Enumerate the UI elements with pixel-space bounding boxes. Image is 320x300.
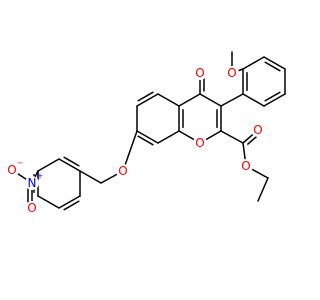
bond-CH2-Nb1: [79, 170, 102, 184]
bond-Nb2-Nb3: [37, 158, 60, 172]
ester-carbonyl-oxygen: O: [251, 123, 265, 137]
bond-layer: [11, 51, 286, 211]
bond-C4a-C4: [178, 93, 201, 107]
nitro-oxygen-top: O −: [5, 159, 24, 177]
bond-Nb5-Nb6: [58, 195, 81, 209]
ether-oxygen: O: [116, 164, 130, 178]
bond-C8-C8a: [157, 130, 180, 144]
carbonyl-oxygen-label: O: [195, 66, 204, 80]
bond-C4-C3: [199, 93, 222, 107]
ring-oxygen: O: [193, 136, 207, 150]
bond-C5-C6-double: [137, 91, 154, 102]
carbonyl-oxygen: O: [193, 66, 207, 80]
bond-Ph5-Ph6: [263, 93, 286, 107]
nitro-nitrogen-label: N: [28, 176, 37, 190]
bond-C2-Ce: [220, 130, 244, 144]
bond-Nb1-Nb2-double: [63, 156, 80, 167]
nitro-nitrogen-charge: +: [37, 172, 44, 181]
methoxy-oxygen-label: O: [227, 66, 236, 80]
atom-layer: O O O O O O: [5, 66, 265, 215]
molecule-diagram: O O O O O O: [5, 51, 286, 215]
bond-Ph3-Ph4-double: [264, 61, 281, 72]
bond-Et1-Et2: [257, 177, 269, 202]
bond-Ph3-Ph4: [263, 56, 286, 70]
bond-Nb1-Nb2: [58, 158, 81, 172]
nitro-oxygen-bottom: O: [25, 201, 39, 215]
nitro-oxygen-top-charge: −: [17, 159, 24, 168]
structure-canvas: O O O O O O: [5, 51, 286, 215]
bond-Ph2-Ph3: [242, 56, 265, 70]
methoxy-oxygen: O: [225, 66, 239, 80]
bond-C7-Oe: [122, 130, 138, 172]
bond-C7-C8: [136, 130, 159, 144]
bond-Ph5-Ph6-double: [264, 91, 281, 102]
bond-Nb5-Nb6-double: [63, 200, 80, 211]
nitro-oxygen-bottom-label: O: [27, 201, 36, 215]
ring-oxygen-label: O: [195, 136, 204, 150]
nitro-oxygen-top-label: O: [7, 163, 16, 177]
bond-C5-C6: [136, 93, 159, 107]
bond-C3-Ph1: [220, 93, 244, 107]
bond-Ph6-Ph1: [242, 93, 265, 107]
ether-oxygen-label: O: [118, 164, 127, 178]
ester-oxygen-label: O: [241, 159, 250, 173]
bond-Nb4-Nb5: [37, 195, 60, 209]
ester-carbonyl-oxygen-label: O: [253, 123, 262, 137]
bond-C7-C8-double: [137, 135, 154, 146]
ester-oxygen: O: [239, 159, 253, 173]
nitro-nitrogen: N +: [25, 172, 44, 190]
bond-C4a-C5: [157, 93, 180, 107]
